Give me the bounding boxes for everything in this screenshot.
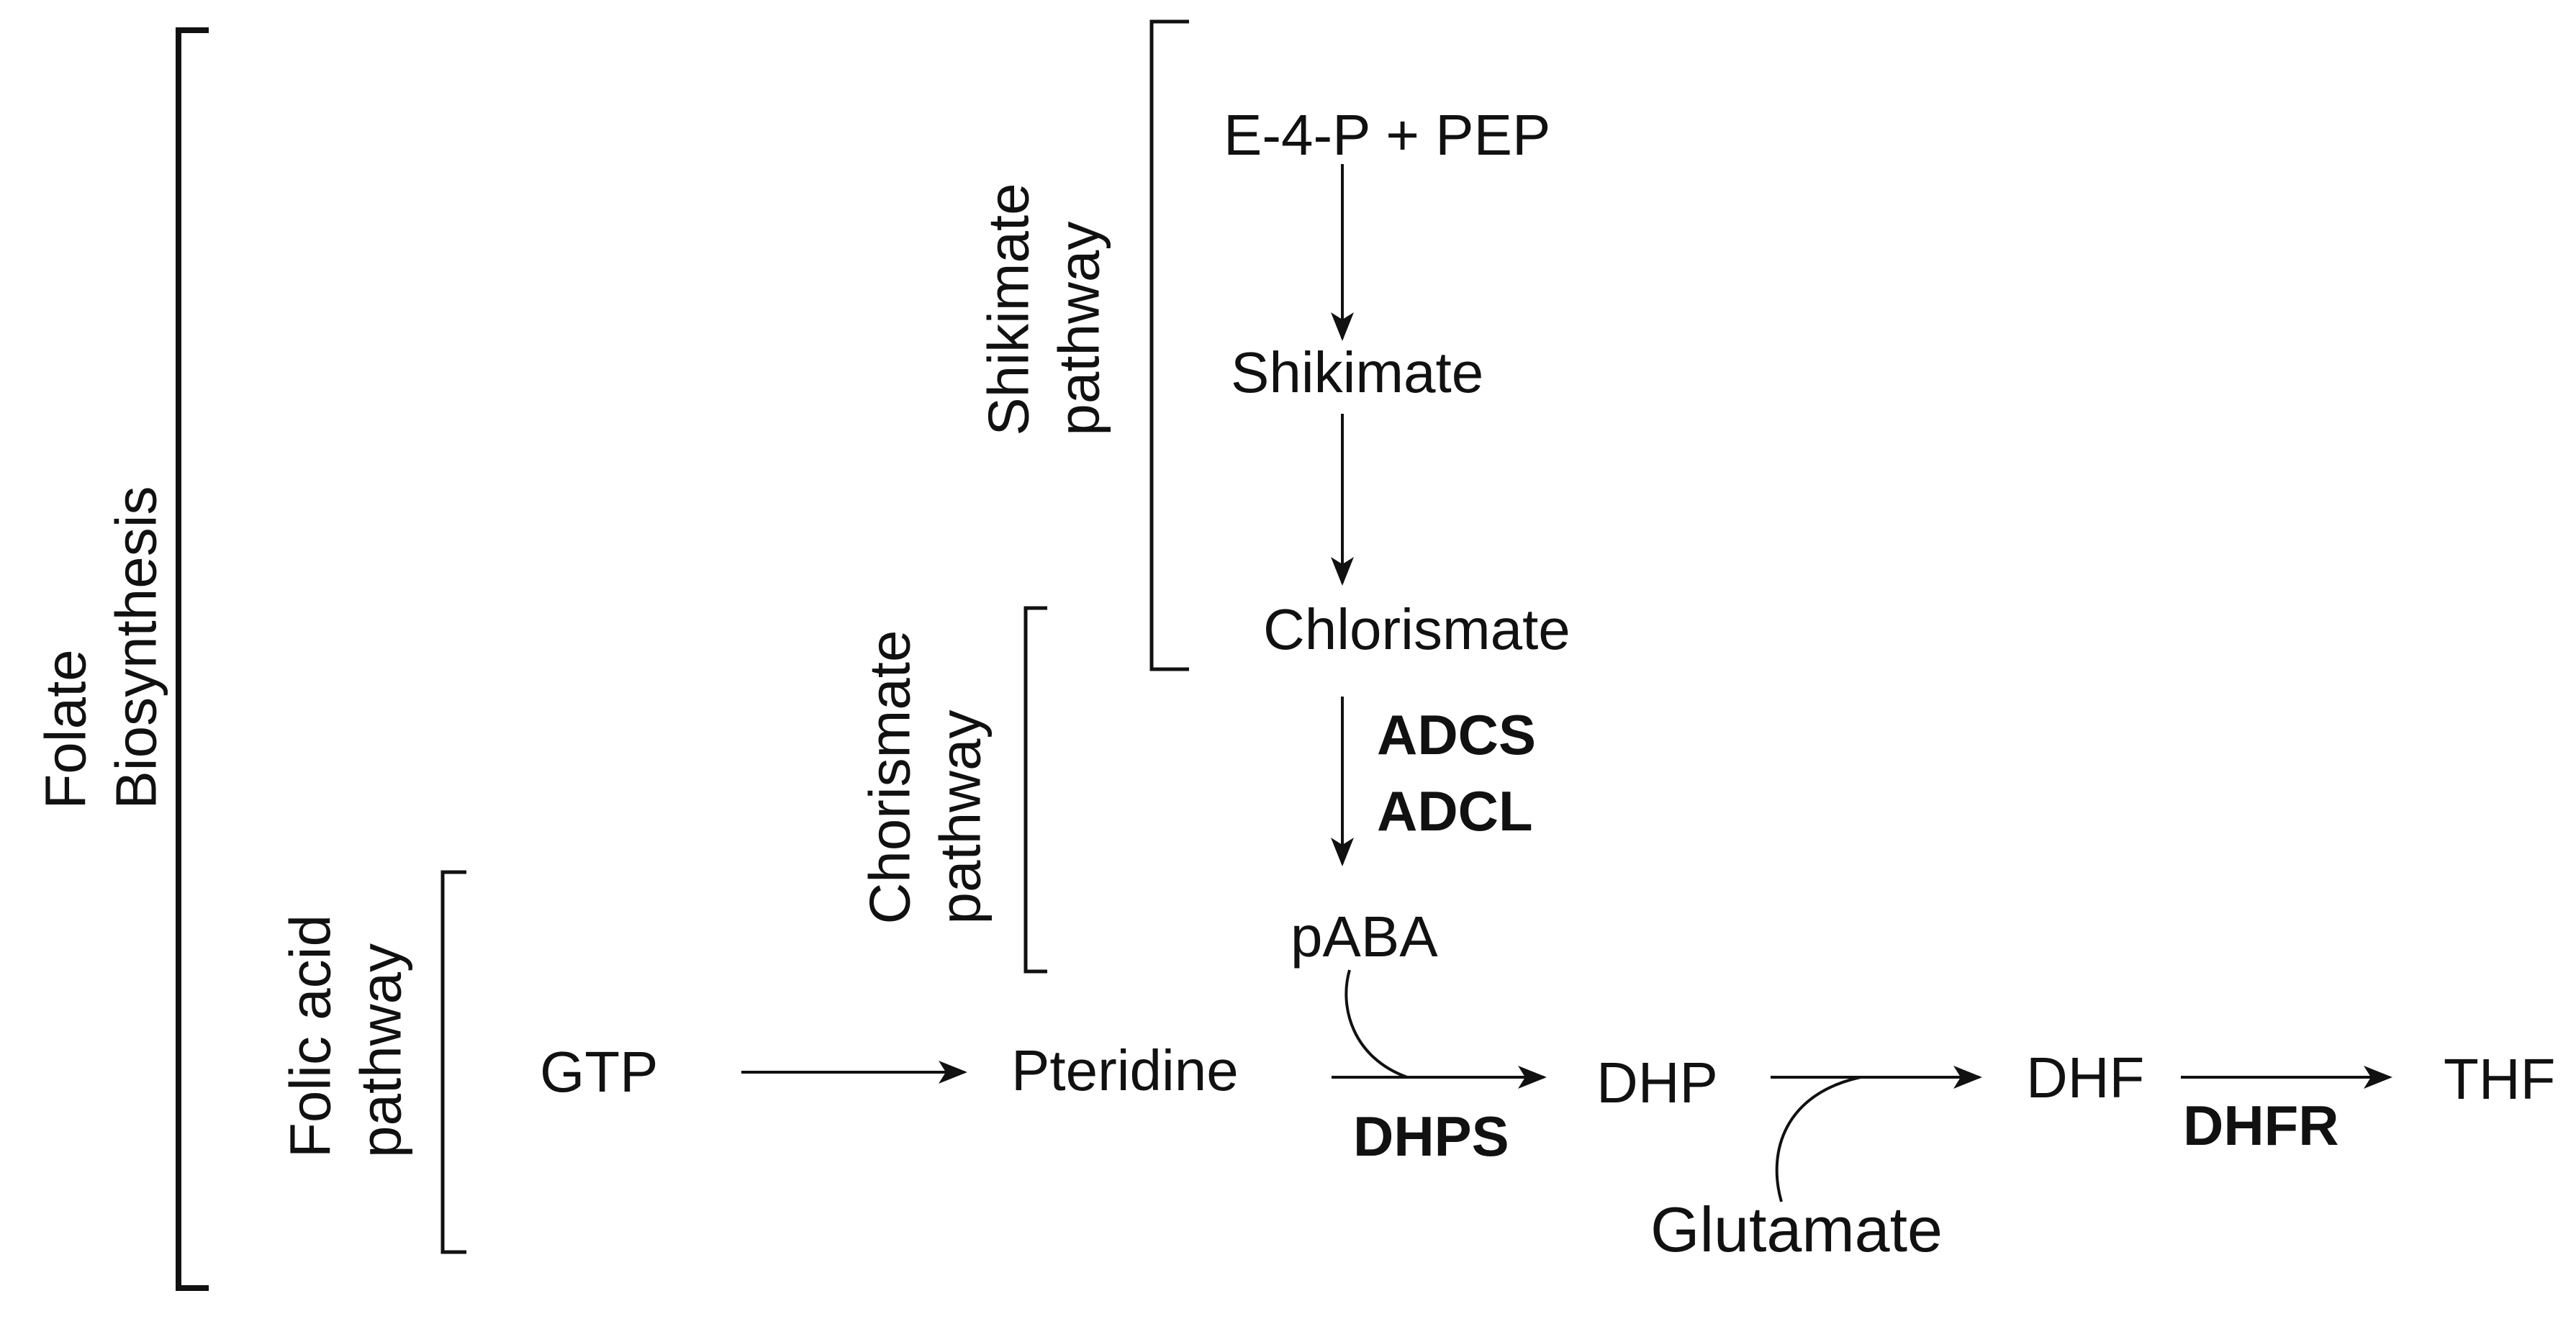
chorismate-bracket	[1023, 606, 1047, 974]
chorismate-pathway-label: Chorismate pathway	[854, 630, 995, 924]
shikimate-node: Shikimate	[1231, 340, 1484, 404]
adcs-enzyme: ADCS	[1377, 703, 1537, 766]
folate-biosynthesis-label: Folate Biosynthesis	[30, 486, 171, 809]
chorismate-label-line-1: Chorismate	[857, 630, 922, 925]
glutamate-join-curve	[1775, 1076, 1861, 1202]
gtp-node: GTP	[540, 1040, 659, 1104]
folic-label-line-2: pathway	[348, 943, 412, 1158]
shikimate-label-line-1: Shikimate	[976, 183, 1041, 436]
adcl-enzyme: ADCL	[1377, 779, 1533, 843]
dhps-enzyme: DHPS	[1353, 1105, 1509, 1168]
folic-acid-pathway-label: Folic acid pathway	[275, 915, 415, 1158]
glutamate-node: Glutamate	[1650, 1194, 1943, 1265]
chlorismate-node: Chlorismate	[1263, 597, 1571, 661]
paba-node: pABA	[1291, 905, 1438, 969]
shikimate-bracket	[1149, 19, 1189, 671]
thf-node: THF	[2444, 1047, 2556, 1111]
pteridine-node: Pteridine	[1011, 1038, 1239, 1102]
folic-bracket	[440, 870, 466, 1254]
dhfr-enzyme: DHFR	[2183, 1094, 2339, 1157]
chorismate-label-line-2: pathway	[928, 710, 992, 925]
shikimate-pathway-label: Shikimate pathway	[973, 183, 1113, 435]
paba-join-curve	[1345, 969, 1408, 1079]
dhf-node: DHF	[2026, 1046, 2145, 1110]
shikimate-label-line-2: pathway	[1047, 221, 1111, 436]
folate-bracket	[176, 27, 209, 1291]
folate-label-line-2: Biosynthesis	[104, 486, 168, 810]
e4p-pep-node: E-4-P + PEP	[1224, 103, 1551, 167]
dhp-node: DHP	[1596, 1051, 1718, 1115]
folic-label-line-1: Folic acid	[278, 915, 343, 1158]
folate-label-line-1: Folate	[33, 649, 98, 810]
